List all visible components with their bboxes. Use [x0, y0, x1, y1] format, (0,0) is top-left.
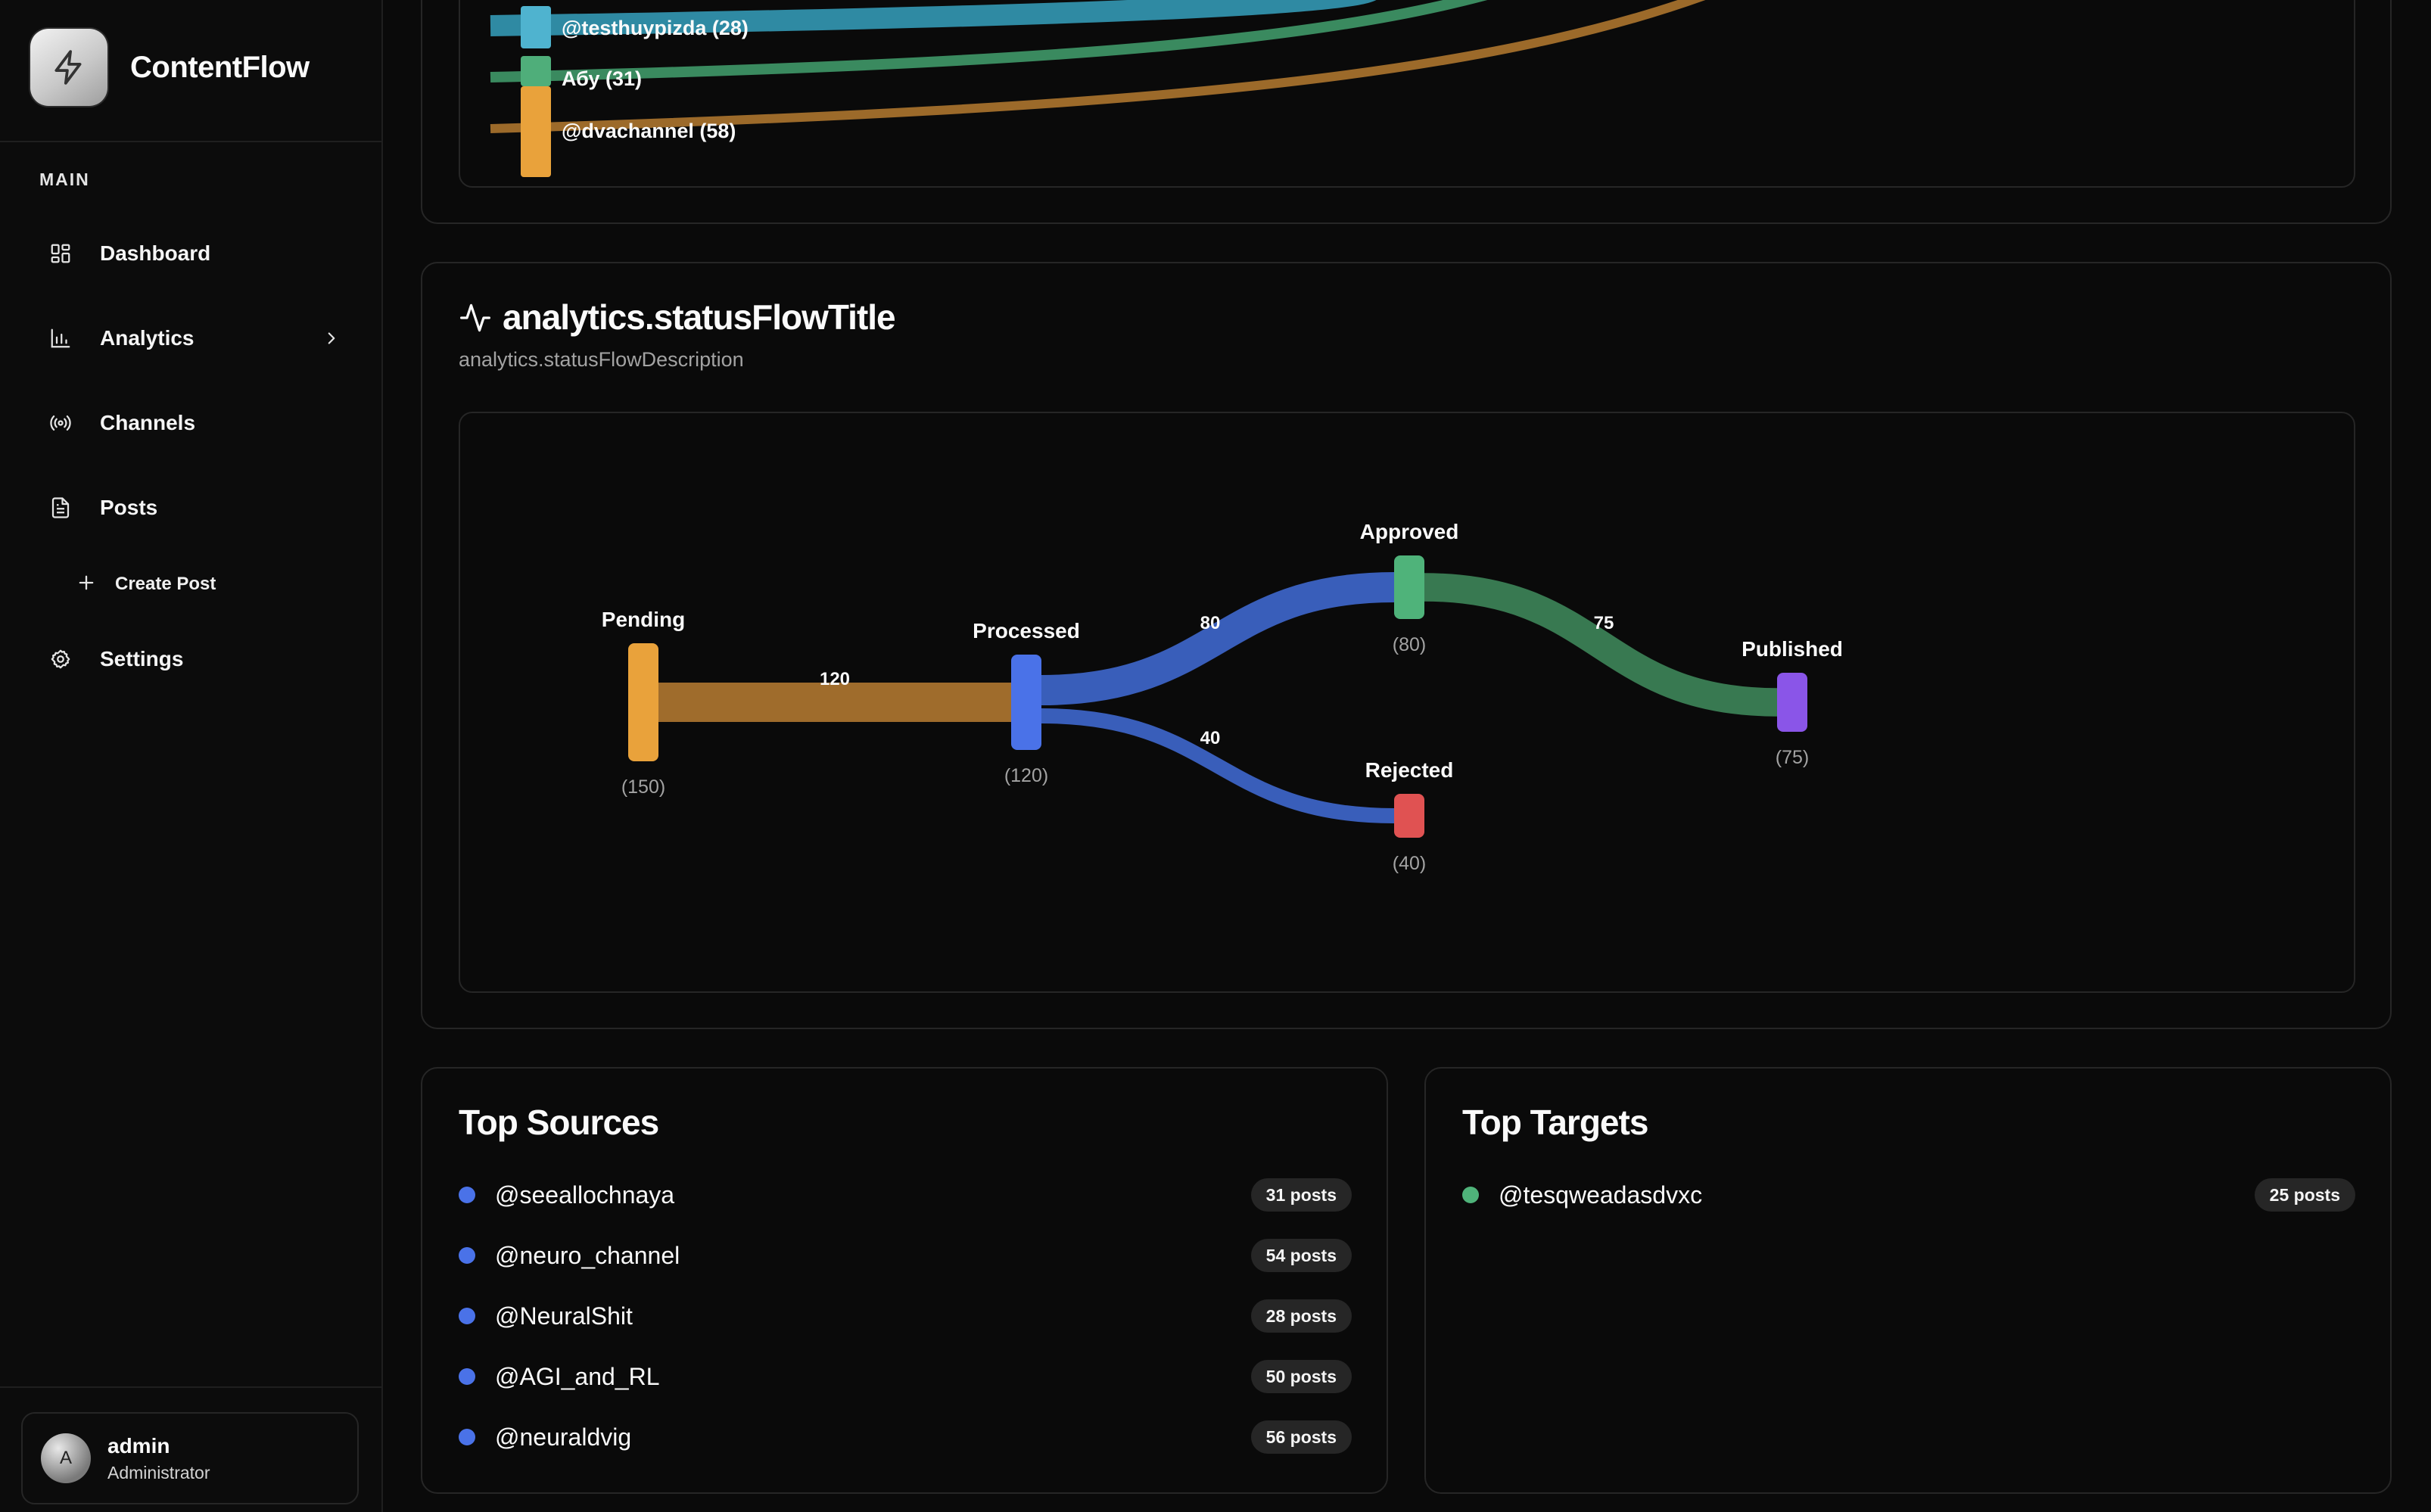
sankey-link-label: 40 [1200, 728, 1221, 748]
sankey-node-pending [628, 643, 658, 761]
status-flow-title: analytics.statusFlowTitle [503, 297, 896, 337]
sankey-node-value: (75) [1776, 747, 1809, 768]
plus-icon [76, 572, 97, 597]
sidebar-item-label: Dashboard [100, 241, 211, 265]
channel-name: @neuraldvig [495, 1423, 632, 1451]
sidebar-item-dashboard[interactable]: Dashboard [30, 223, 348, 284]
status-dot-icon [459, 1368, 475, 1385]
status-flow-chart-box: 120 80 40 75 Pending (150) Processed (120) Appro… [459, 412, 2355, 993]
post-count-badge: 28 posts [1250, 1299, 1352, 1333]
post-count-badge: 54 posts [1250, 1239, 1352, 1272]
bar-chart-icon [30, 308, 91, 369]
sankey-node-label: Published [1742, 637, 1843, 661]
status-dot-icon [459, 1308, 475, 1324]
channel-name: @AGI_and_RL [495, 1362, 660, 1390]
top-sources-card: Top Sources @seeallochnaya 31 posts @neuro… [421, 1067, 1388, 1494]
brand[interactable]: ContentFlow [30, 29, 310, 106]
list-item[interactable]: @neuraldvig 56 posts [459, 1418, 1352, 1456]
chevron-right-icon[interactable] [318, 325, 345, 352]
chart-link [490, 0, 1377, 36]
status-flow-description: analytics.statusFlowDescription [459, 348, 744, 371]
sidebar-item-settings[interactable]: Settings [30, 629, 348, 689]
chart-node [521, 6, 551, 48]
chart-node-label: @dvachannel (58) [562, 120, 736, 142]
sankey-node-value: (40) [1393, 853, 1426, 874]
list-item[interactable]: @neuro_channel 54 posts [459, 1237, 1352, 1274]
channel-name: @tesqweadasdvxc [1499, 1181, 1703, 1209]
sankey-node-approved [1394, 555, 1424, 619]
sidebar-subitem-create-post[interactable]: Create Post [76, 562, 216, 607]
sidebar-divider [0, 1386, 381, 1388]
broadcast-icon [30, 393, 91, 453]
sidebar-item-posts[interactable]: Posts [30, 478, 348, 538]
sankey-node-label: Processed [973, 619, 1080, 642]
sankey-node-value: (150) [621, 776, 665, 798]
post-count-badge: 31 posts [1250, 1178, 1352, 1212]
channel-name: @neuro_channel [495, 1241, 680, 1269]
gear-icon [30, 629, 91, 689]
chart-node-label: Абу (31) [562, 67, 642, 90]
top-sources-title: Top Sources [459, 1103, 659, 1142]
chart-node [521, 86, 551, 177]
sidebar-divider [0, 141, 381, 142]
activity-icon [459, 301, 492, 334]
status-dot-icon [459, 1187, 475, 1203]
status-dot-icon [459, 1429, 475, 1445]
channel-flow-chart-box: @testhuypizda (28) Абу (31) @dvachannel … [459, 0, 2355, 188]
sidebar: ContentFlow MAIN Dashboard Analytics [0, 0, 383, 1512]
channel-name: @seeallochnaya [495, 1181, 675, 1209]
chart-link [490, 0, 1706, 133]
sankey-link-label: 120 [820, 669, 850, 689]
sankey-link-approved-published [1424, 573, 1778, 717]
list-item[interactable]: @tesqweadasdvxc 25 posts [1462, 1176, 2355, 1214]
sankey-node-processed [1011, 655, 1041, 750]
sankey-link-processed-approved [1041, 572, 1395, 705]
sidebar-item-analytics[interactable]: Analytics [30, 308, 348, 369]
list-item[interactable]: @AGI_and_RL 50 posts [459, 1358, 1352, 1395]
sidebar-item-label: Analytics [100, 326, 195, 350]
user-name: admin [107, 1433, 170, 1458]
sidebar-item-label: Channels [100, 411, 196, 434]
sidebar-subitem-label: Create Post [115, 574, 216, 594]
chart-link [490, 0, 1488, 82]
user-role: Administrator [107, 1462, 210, 1482]
channel-flow-card: @testhuypizda (28) Абу (31) @dvachannel … [421, 0, 2392, 224]
sidebar-item-label: Posts [100, 496, 158, 519]
post-count-badge: 50 posts [1250, 1360, 1352, 1393]
avatar: A [41, 1433, 91, 1483]
chart-node [521, 56, 551, 86]
chart-node-label: @testhuypizda (28) [562, 17, 749, 39]
status-dot-icon [459, 1247, 475, 1264]
sankey-node-value: (120) [1004, 765, 1048, 786]
list-item[interactable]: @NeuralShit 28 posts [459, 1297, 1352, 1335]
sankey-node-published [1777, 673, 1807, 732]
list-item[interactable]: @seeallochnaya 31 posts [459, 1176, 1352, 1214]
sankey-node-value: (80) [1393, 634, 1426, 655]
sankey-node-label: Approved [1360, 520, 1459, 543]
app-name: ContentFlow [130, 50, 310, 84]
sankey-node-rejected [1394, 794, 1424, 838]
top-targets-card: Top Targets @tesqweadasdvxc 25 posts [1424, 1067, 2392, 1494]
status-flow-chart: 120 80 40 75 Pending (150) Processed (120) Appro… [602, 520, 1843, 874]
sidebar-item-channels[interactable]: Channels [30, 393, 348, 453]
logo-bolt-icon [30, 29, 107, 106]
user-profile-card[interactable]: A admin Administrator [21, 1412, 359, 1504]
channel-name: @NeuralShit [495, 1302, 633, 1330]
post-count-badge: 25 posts [2254, 1178, 2355, 1212]
sankey-link-label: 80 [1200, 613, 1221, 633]
sankey-node-label: Rejected [1365, 758, 1454, 782]
sidebar-item-label: Settings [100, 647, 184, 670]
sankey-node-label: Pending [602, 608, 685, 631]
nav-section-label: MAIN [39, 170, 90, 189]
post-count-badge: 56 posts [1250, 1420, 1352, 1454]
status-dot-icon [1462, 1187, 1479, 1203]
document-icon [30, 478, 91, 538]
dashboard-icon [30, 223, 91, 284]
channel-flow-chart: @testhuypizda (28) Абу (31) @dvachannel … [490, 0, 1706, 177]
sankey-link-label: 75 [1594, 613, 1614, 633]
status-flow-card: analytics.statusFlowTitle analytics.stat… [421, 262, 2392, 1029]
top-targets-title: Top Targets [1462, 1103, 1648, 1142]
sankey-link-processed-rejected [1041, 708, 1395, 823]
